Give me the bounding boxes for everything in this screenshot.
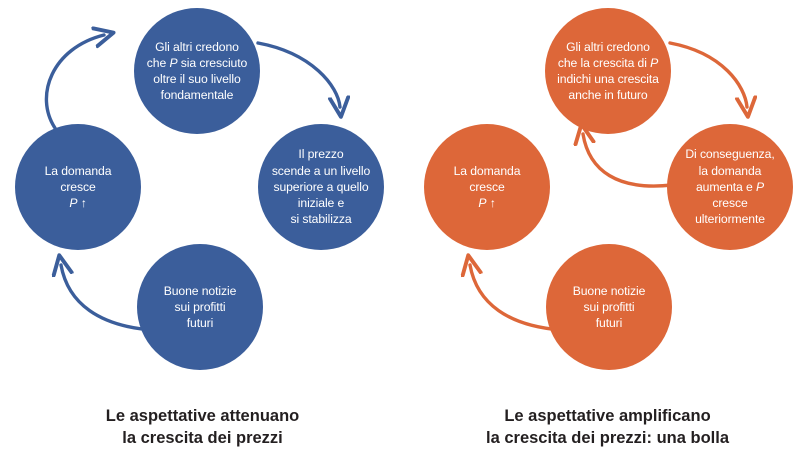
node-text: Di conseguenza, la domanda aumenta e P c… [685,147,775,227]
demand-grows-node: La domanda cresce P ↑ [424,124,550,250]
node-text: Gli altri credono che la crescita di P i… [557,39,659,103]
caption-line-2: la crescita dei prezzi: una bolla [486,428,729,447]
caption-line-2: la crescita dei prezzi [122,428,283,447]
arrow-right-to-top [583,134,674,188]
arrow-bottom-to-left [470,265,563,332]
node-text: La domanda cresce P ↑ [44,163,112,211]
node-text: Gli altri credono che P sia cresciuto ol… [146,39,248,103]
others-believe-node: Gli altri credono che P sia cresciuto ol… [134,8,260,134]
arrow-bottom-to-left [61,265,154,332]
caption-left: Le aspettative attenuano la crescita dei… [0,406,405,450]
price-falls-node: Il prezzo scende a un livello superiore … [258,124,384,250]
cycle-arrows-orange [405,41,810,332]
node-text: La domanda cresce P ↑ [453,163,521,211]
expectations-amplify-cycle-diagram: Gli altri credono che la crescita di P i… [405,0,810,462]
cycle-arrows-blue [44,0,405,332]
good-news-node: Buone notizie sui profitti futuri [137,244,263,370]
arrow-left-to-top [44,35,104,130]
demand-increases-node: Di conseguenza, la domanda aumenta e P c… [667,124,793,250]
node-text: Buone notizie sui profitti futuri [163,283,237,331]
expectations-dampen-cycle-diagram: Gli altri credono che P sia cresciuto ol… [0,0,405,450]
node-text: Il prezzo scende a un livello superiore … [271,147,371,227]
others-believe-node: Gli altri credono che la crescita di P i… [545,8,671,134]
caption-right: Le aspettative amplificano la crescita d… [405,406,810,450]
arrow-top-to-right [668,41,747,107]
arrow-top-to-right [256,41,340,107]
demand-grows-node: La domanda cresce P ↑ [15,124,141,250]
caption-line-1: Le aspettative amplificano [504,407,711,425]
node-text: Buone notizie sui profitti futuri [572,283,646,331]
good-news-node: Buone notizie sui profitti futuri [546,244,672,370]
caption-line-1: Le aspettative attenuano [105,407,300,425]
